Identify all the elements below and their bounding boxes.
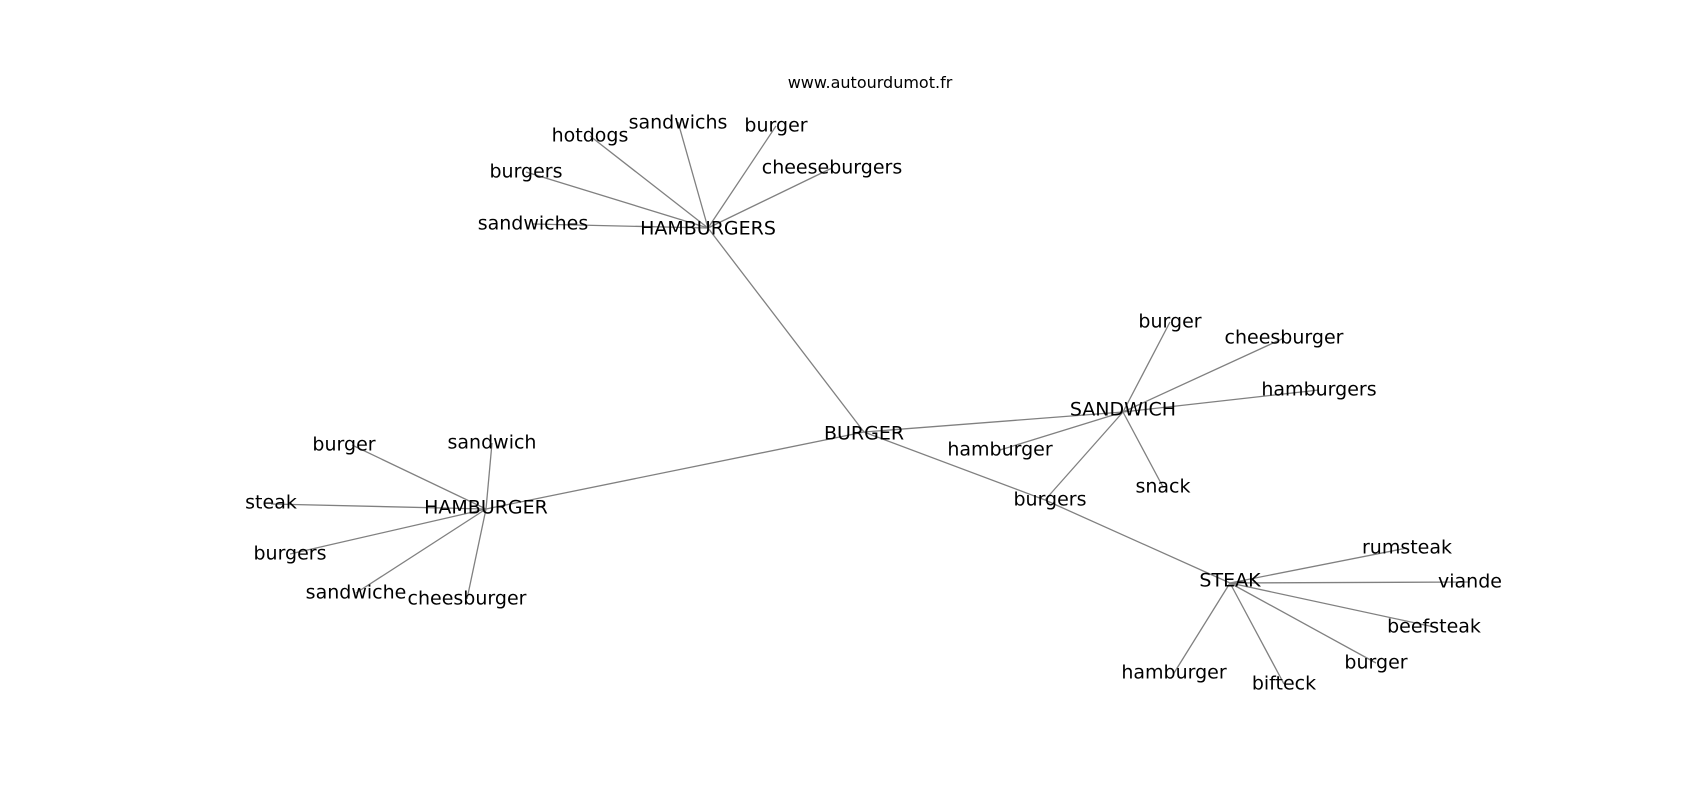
node-burgers-mid: burgers [1013,489,1086,511]
node-st-beefsteak: beefsteak [1387,616,1481,638]
node-hb-burgers: burgers [253,543,326,565]
node-hb-sandwich: sandwich [448,432,537,454]
node-st-bifteck: bifteck [1252,673,1316,695]
node-st-hamburger: hamburger [1121,662,1227,684]
edge-burger_c-sandwich_c [863,411,1124,433]
edge-hamburger_c-hb_sandwiche [355,508,487,594]
node-hs-burgers: burgers [489,161,562,183]
edge-hamburgers_c-hs_burger [707,125,777,229]
edge-burger_c-hamburgers_c [707,227,865,433]
node-hamburger-c: HAMBURGER [424,497,548,519]
edge-hamburger_c-hb_cheesburger [466,508,487,600]
edge-hamburger_c-hb_burger [351,444,487,510]
edge-steak_c-st_beefsteak [1229,582,1435,628]
edge-hamburger_c-hb_burgers [289,508,487,555]
node-hb-burger: burger [312,434,375,456]
edge-steak_c-st_rumsteak [1229,547,1408,584]
edge-hamburgers_c-hs_sandwichs [677,121,709,229]
node-st-viande: viande [1438,571,1502,593]
edge-steak_c-st_viande [1229,581,1471,584]
edge-steak_c-st_bifteck [1229,582,1285,685]
edge-burger_c-hamburger_c [485,431,865,510]
edge-sandwich_c-sw_hamburgers [1122,389,1320,413]
edge-hamburgers_c-hs_burgers [525,171,709,229]
node-hamburgers-c: HAMBURGERS [640,218,776,240]
edge-hamburgers_c-hs_hotdogs [589,135,709,229]
edge-sandwich_c-sw_burger [1122,321,1171,413]
node-hs-cheeseburgers: cheeseburgers [762,157,903,179]
node-hs-sandwiches: sandwiches [478,213,589,235]
node-hb-sandwiche: sandwiche [306,582,407,604]
edge-sandwich_c-sw_snack [1122,411,1164,488]
node-hs-sandwichs: sandwichs [629,112,728,134]
edge-sandwich_c-sw_cheesburger [1122,337,1285,413]
node-sw-hamburger: hamburger [947,439,1053,461]
edge-burgers_mid-steak_c [1044,499,1231,584]
edge-sandwich_c-burgers_mid [1044,411,1124,501]
node-sw-burger: burger [1138,311,1201,333]
edge-sandwich_c-sw_hamburger [999,411,1124,451]
edge-burger_c-burgers_mid [863,431,1046,501]
graph-node-labels: BURGER HAMBURGERS HAMBURGER SANDWICH STEAK bu… [245,112,1502,695]
edge-steak_c-st_hamburger [1173,582,1231,674]
graph-edges [270,121,1471,685]
node-hb-cheesburger: cheesburger [408,588,527,610]
edge-hamburgers_c-hs_sandwiches [532,223,709,229]
source-credit: www.autourdumot.fr [788,73,953,92]
node-steak-c: STEAK [1199,570,1261,592]
edge-steak_c-st_burger [1229,582,1377,664]
node-sw-cheesburger: cheesburger [1225,327,1344,349]
node-sandwich-c: SANDWICH [1070,399,1176,421]
edge-hamburgers_c-hs_cheeseburgers [707,167,833,229]
node-hs-hotdogs: hotdogs [552,125,629,147]
node-sw-hamburgers: hamburgers [1261,379,1376,401]
node-sw-snack: snack [1135,476,1190,498]
node-hs-burger: burger [744,115,807,137]
node-st-rumsteak: rumsteak [1362,537,1452,559]
edge-hamburger_c-hb_sandwich [485,442,493,510]
node-burger-c: BURGER [824,423,904,445]
node-st-burger: burger [1344,652,1407,674]
node-hb-steak: steak [245,492,297,514]
edge-hamburger_c-hb_steak [270,503,487,510]
